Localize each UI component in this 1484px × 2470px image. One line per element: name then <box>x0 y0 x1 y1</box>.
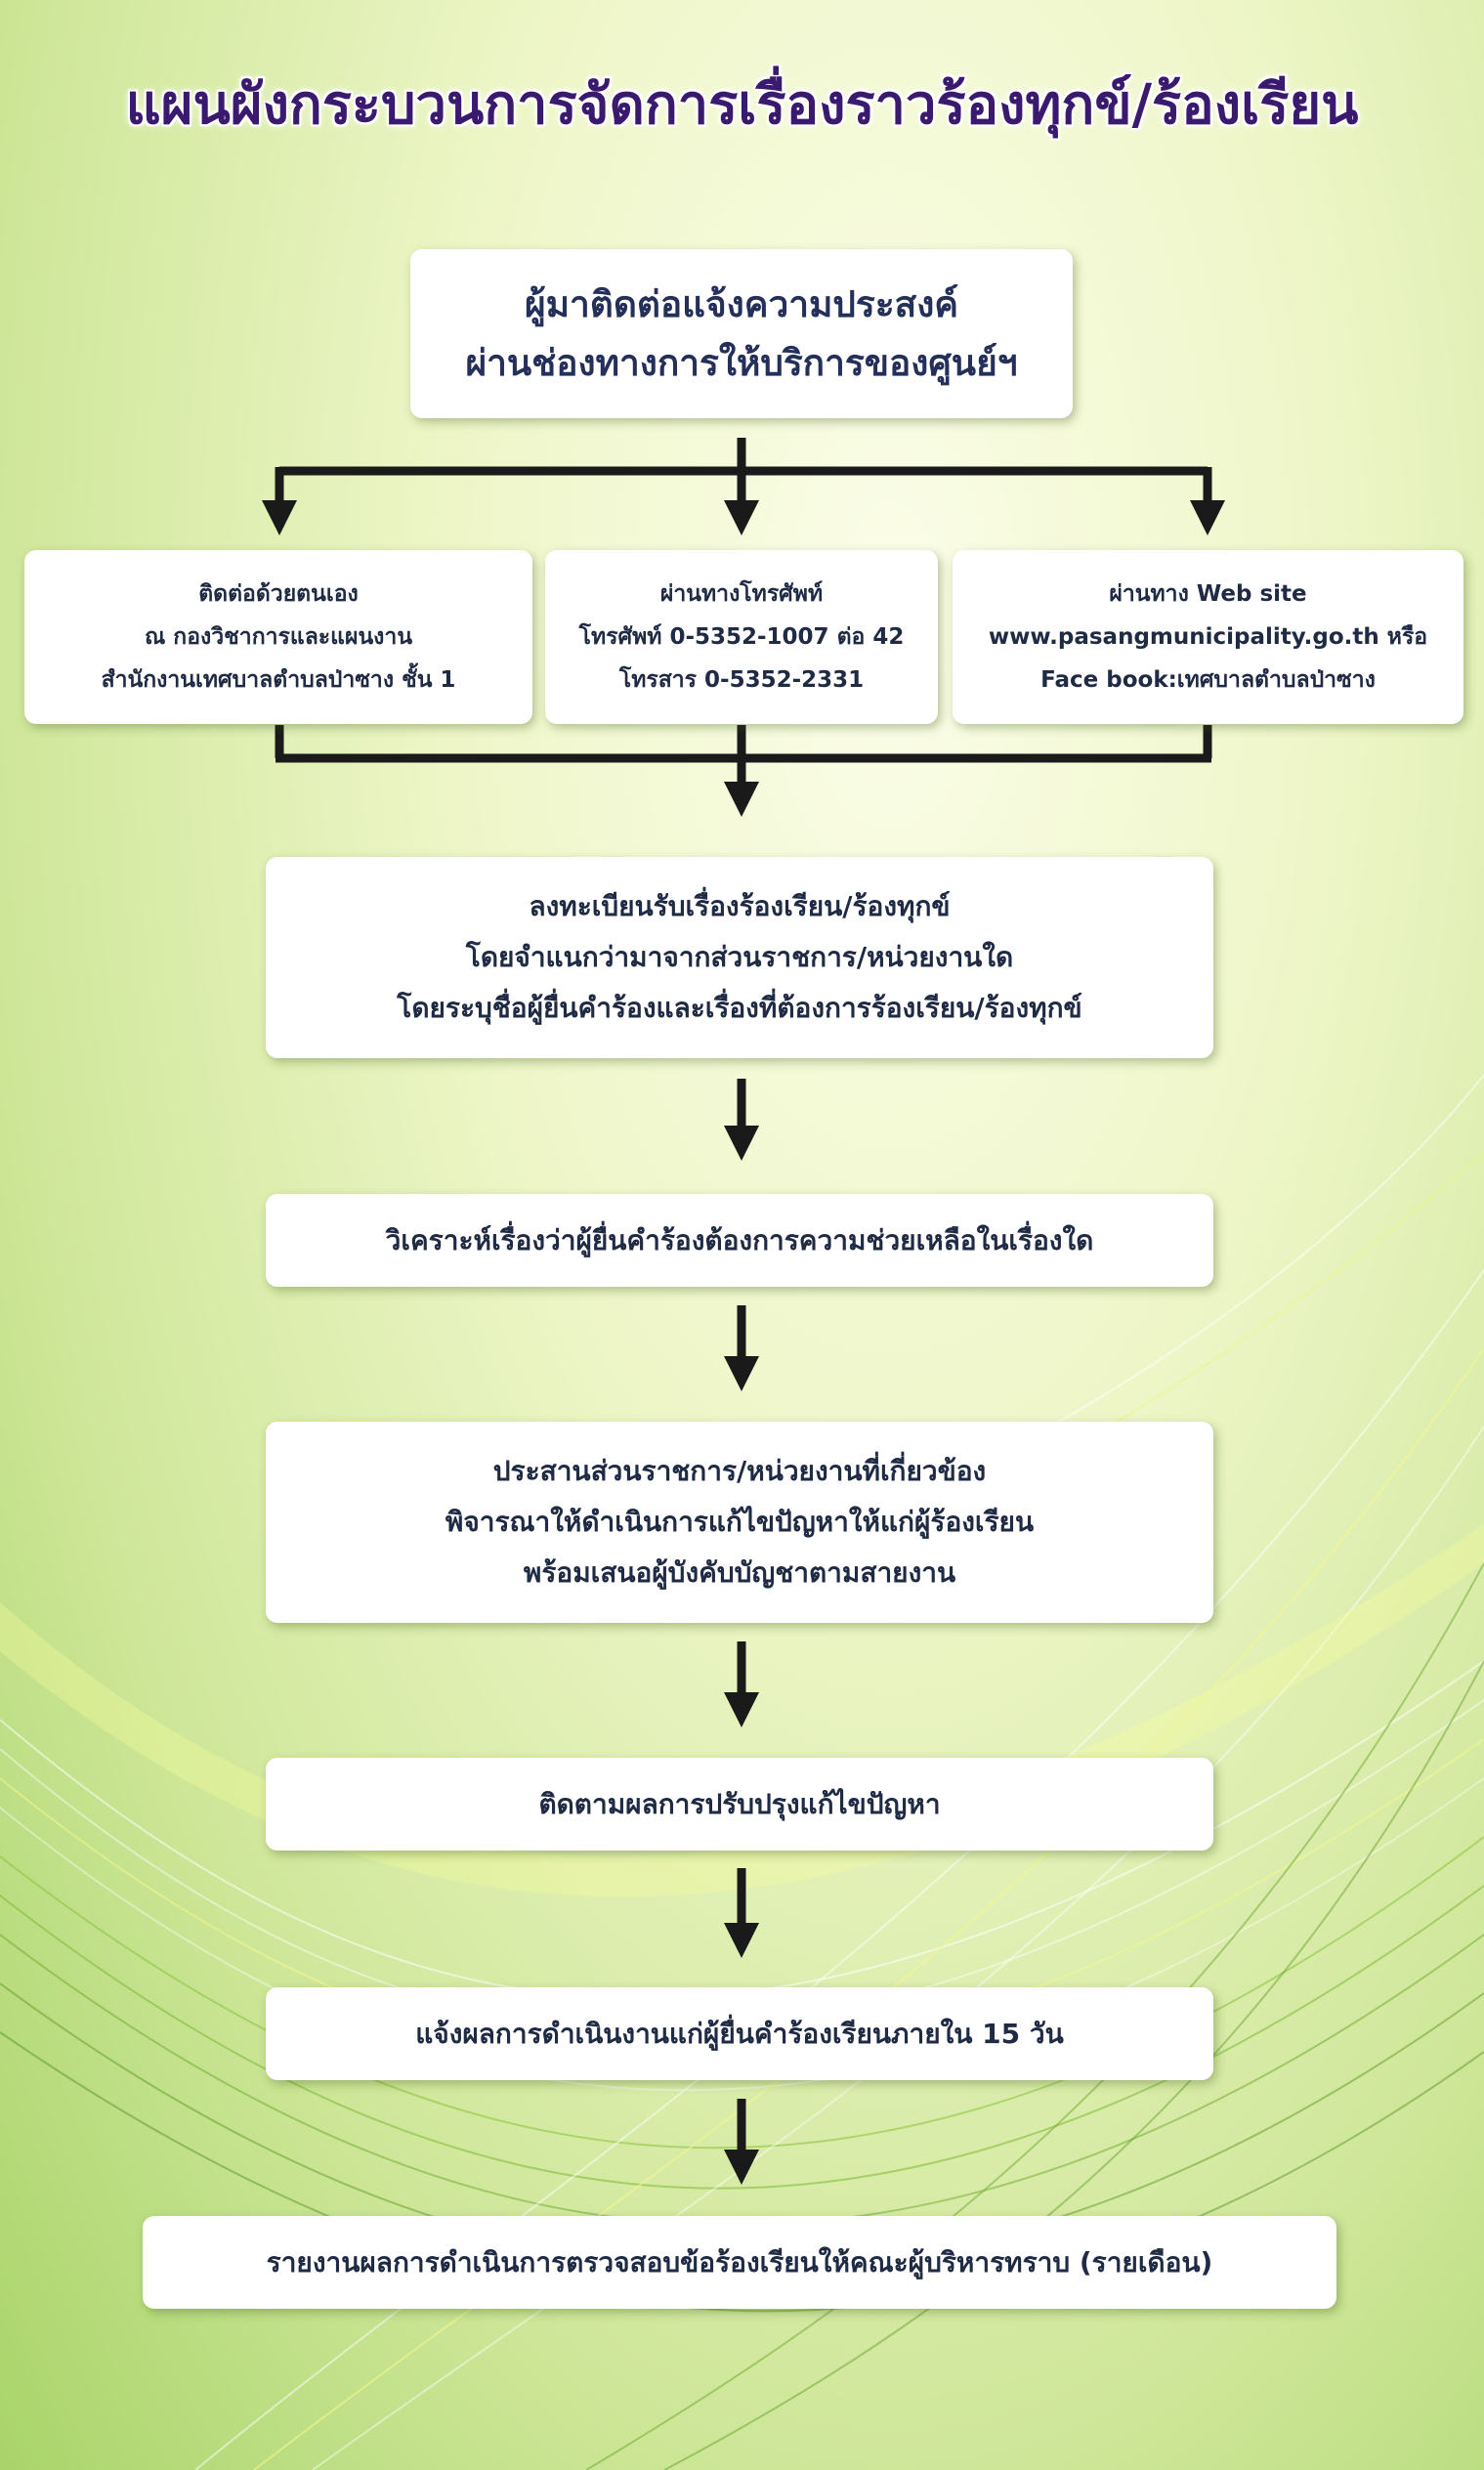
start-line-1: ผู้มาติดต่อแจ้งความประสงค์ <box>524 282 959 325</box>
step-1-line-1: ลงทะเบียนรับเรื่องร้องเรียน/ร้องทุกข์ <box>529 890 951 922</box>
start-box: ผู้มาติดต่อแจ้งความประสงค์ ผ่านช่องทางกา… <box>410 249 1073 418</box>
step-1-line-3: โดยระบุชื่อผู้ยื่นคำร้องและเรื่องที่ต้อง… <box>397 992 1082 1024</box>
step-4-line-1: ติดตามผลการปรับปรุงแก้ไขปัญหา <box>538 1787 941 1820</box>
start-line-2: ผ่านช่องทางการให้บริการของศูนย์ฯ <box>465 341 1018 384</box>
channel-box-walk-in: ติดต่อด้วยตนเอง ณ กองวิชาการและแผนงาน สำ… <box>24 550 532 724</box>
channel-2-line-2: โทรศัพท์ 0-5352-1007 ต่อ 42 <box>578 624 905 650</box>
channel-1-line-3: สำนักงานเทศบาลตำบลป่าซาง ชั้น 1 <box>101 667 456 693</box>
step-6-line-1: รายงานผลการดำเนินการตรวจสอบข้อร้องเรียนใ… <box>266 2245 1213 2278</box>
step-5-line-1: แจ้งผลการดำเนินงานแก่ผู้ยื่นคำร้องเรียนภ… <box>415 2017 1064 2050</box>
step-3-line-1: ประสานส่วนราชการ/หน่วยงานที่เกี่ยวข้อง <box>492 1455 987 1487</box>
channel-1-label: ติดต่อด้วยตนเอง <box>198 581 359 607</box>
page-title: แผนผังกระบวนการจัดการเรื่องราวร้องทุกข์/… <box>125 73 1359 137</box>
channel-box-phone: ผ่านทางโทรศัพท์ โทรศัพท์ 0-5352-1007 ต่อ… <box>545 550 938 724</box>
channel-1-line-2: ณ กองวิชาการและแผนงาน <box>144 624 413 650</box>
step-3-line-2: พิจารณาให้ดำเนินการแก้ไขปัญหาให้แก่ผู้ร้… <box>445 1506 1035 1538</box>
step-2-line-1: วิเคราะห์เรื่องว่าผู้ยื่นคำร้องต้องการคว… <box>385 1223 1094 1256</box>
channel-3-line-2: www.pasangmunicipality.go.th หรือ <box>988 624 1428 650</box>
step-notify-box: แจ้งผลการดำเนินงานแก่ผู้ยื่นคำร้องเรียนภ… <box>266 1987 1213 2080</box>
channel-3-line-3: Face book:เทศบาลตำบลป่าซาง <box>1040 667 1376 693</box>
step-followup-box: ติดตามผลการปรับปรุงแก้ไขปัญหา <box>266 1758 1213 1851</box>
channel-2-label: ผ่านทางโทรศัพท์ <box>659 581 824 607</box>
step-1-line-2: โดยจำแนกว่ามาจากส่วนราชการ/หน่วยงานใด <box>465 941 1014 973</box>
step-3-line-3: พร้อมเสนอผู้บังคับบัญชาตามสายงาน <box>523 1556 956 1589</box>
channel-3-label: ผ่านทาง Web site <box>1109 581 1307 607</box>
step-coordinate-box: ประสานส่วนราชการ/หน่วยงานที่เกี่ยวข้อง พ… <box>266 1422 1213 1623</box>
channel-2-line-3: โทรสาร 0-5352-2331 <box>618 667 865 693</box>
channel-box-website: ผ่านทาง Web site www.pasangmunicipality.… <box>953 550 1463 724</box>
step-register-box: ลงทะเบียนรับเรื่องร้องเรียน/ร้องทุกข์ โด… <box>266 857 1213 1058</box>
step-analyze-box: วิเคราะห์เรื่องว่าผู้ยื่นคำร้องต้องการคว… <box>266 1194 1213 1287</box>
step-report-box: รายงานผลการดำเนินการตรวจสอบข้อร้องเรียนใ… <box>143 2216 1336 2309</box>
